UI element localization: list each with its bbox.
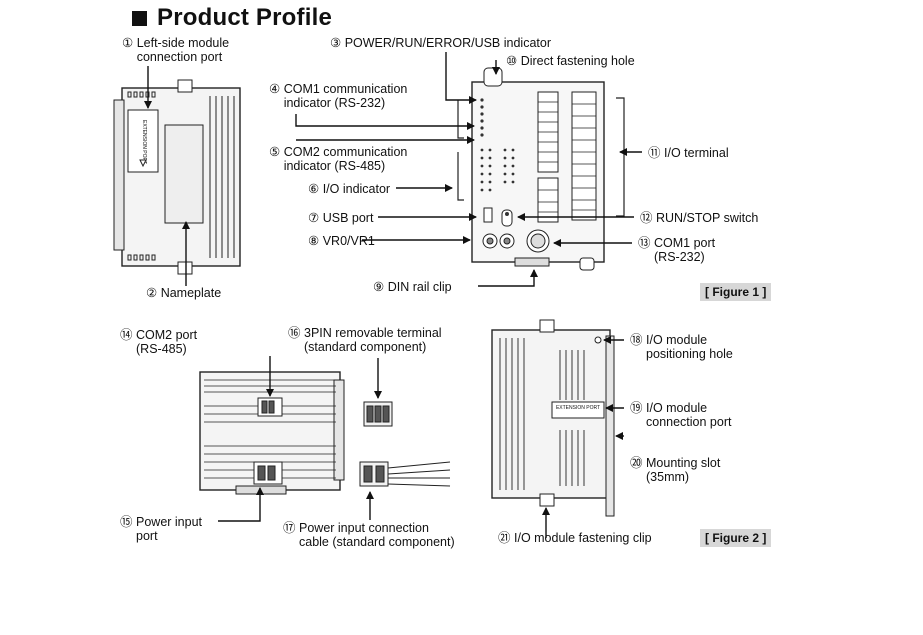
figure-1-caption: [ Figure 1 ] [700,283,772,301]
callout-16: ⑯ 3PIN removable terminal (standard comp… [288,326,442,354]
callout-20: ⑳ Mounting slot (35mm) [630,456,721,484]
callout-8: ⑧ VR0/VR1 [308,234,375,248]
callout-10: ⑩ Direct fastening hole [506,54,635,68]
callout-6: ⑥ I/O indicator [308,182,391,196]
callout-4: ④ COM1 communication indicator (RS-232) [269,82,408,110]
callout-1: ① Left-side module connection port [122,36,230,64]
callout-18: ⑱ I/O module positioning hole [630,333,733,361]
title-bullet-icon [132,10,147,26]
back-view-device: EXTENSION PORT [491,319,615,517]
extension-port-label: EXTENSION PORT [141,120,147,164]
side-view-device: EXTENSION PORT [113,79,241,275]
figure-2-caption: [ Figure 2 ] [700,529,772,547]
title-row: Product Profile [132,4,332,32]
callout-3: ③ POWER/RUN/ERROR/USB indicator [330,36,551,50]
3pin-terminal [363,401,393,427]
callout-11: ⑪ I/O terminal [648,146,729,160]
extension-port-back-label: EXTENSION PORT [556,405,600,411]
page-title: Product Profile [157,4,333,31]
callout-12: ⑫ RUN/STOP switch [640,211,759,225]
callout-19: ⑲ I/O module connection port [630,401,732,429]
callout-21: ㉑ I/O module fastening clip [498,531,652,545]
power-cable [359,461,451,487]
front-view-device [471,67,605,271]
callout-13: ⑬ COM1 port (RS-232) [638,236,716,264]
callout-7: ⑦ USB port [308,211,374,225]
top-view-device [199,371,345,495]
callout-17: ⑰ Power input connection cable (standard… [283,521,455,549]
callout-5: ⑤ COM2 communication indicator (RS-485) [269,145,408,173]
callout-14: ⑭ COM2 port (RS-485) [120,328,198,356]
callout-2: ② Nameplate [146,286,222,300]
callout-9: ⑨ DIN rail clip [373,280,452,294]
callout-15: ⑮ Power input port [120,515,203,543]
